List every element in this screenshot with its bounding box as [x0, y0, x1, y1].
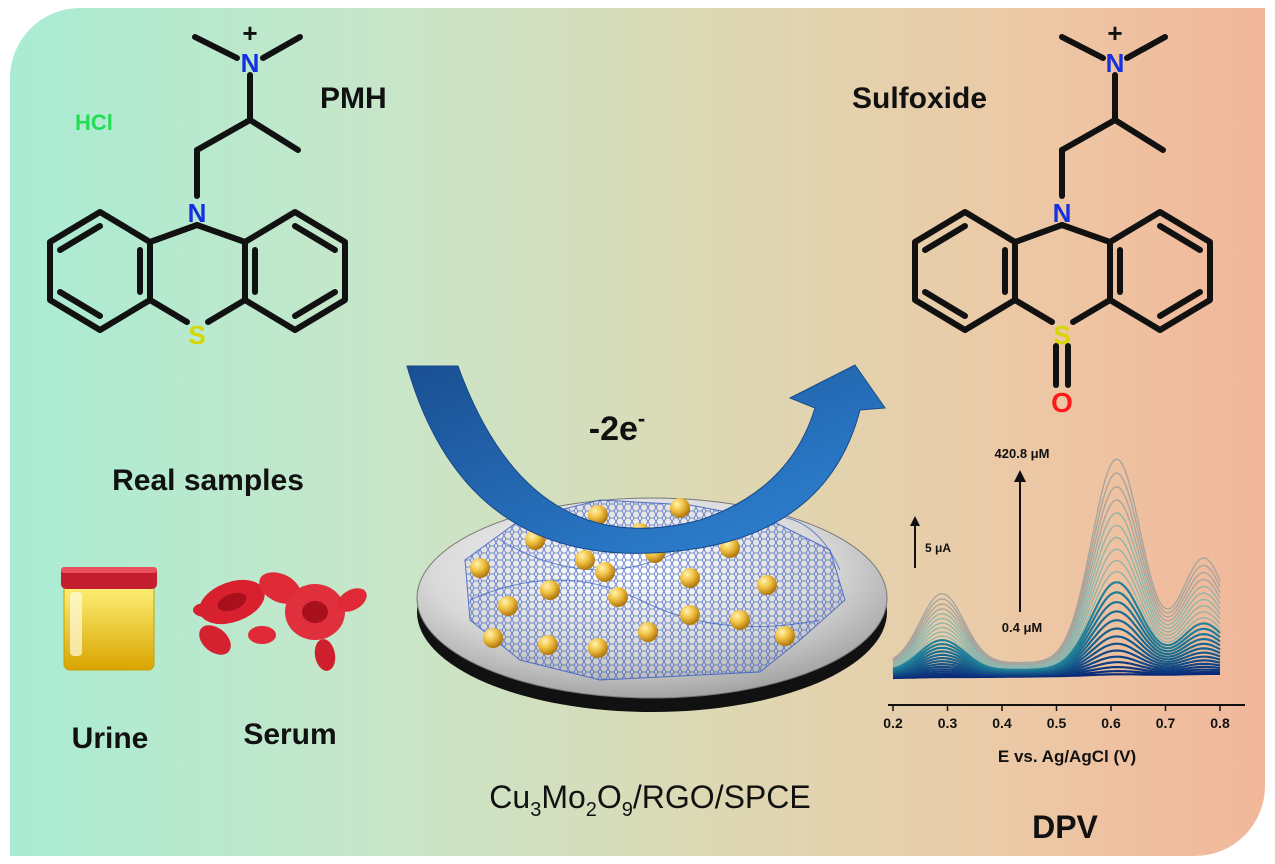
- x-tick-label: 0.2: [883, 715, 903, 731]
- x-tick-label: 0.7: [1156, 715, 1176, 731]
- x-tick-label: 0.4: [992, 715, 1012, 731]
- urine-label: Urine: [72, 722, 149, 755]
- dpv-series-line: [892, 581, 1221, 670]
- dpv-series-line: [892, 472, 1221, 664]
- sulfoxide-ring-n: N: [1053, 198, 1072, 228]
- sulfoxide-amine-n: N: [1106, 48, 1125, 78]
- dpv-caption: DPV: [1032, 809, 1098, 845]
- dpv-curves: [892, 458, 1221, 680]
- pmh-name: PMH: [320, 82, 387, 115]
- dpv-series-line: [892, 524, 1221, 667]
- background-panel: N + N S PMH HCl N + N S O Sulfoxide: [10, 8, 1265, 856]
- pmh-molecule: [47, 34, 348, 333]
- sulfoxide-oxygen: O: [1051, 387, 1073, 418]
- pmh-amine-n: N: [241, 48, 260, 78]
- x-tick-label: 0.3: [938, 715, 958, 731]
- dpv-series-line: [892, 570, 1221, 669]
- sulfoxide-charge: +: [1107, 18, 1122, 48]
- concentration-arrowhead: [1014, 470, 1026, 482]
- electrode-formula: Cu3Mo2O9/RGO/SPCE: [489, 779, 810, 821]
- pmh-charge: +: [242, 18, 257, 48]
- annotation-low: 0.4 μM: [1002, 620, 1042, 635]
- scale-bar-arrowhead: [910, 516, 920, 526]
- hcl-label: HCl: [75, 110, 113, 135]
- scale-label: 5 μA: [925, 541, 951, 555]
- sulfoxide-molecule: [912, 34, 1213, 388]
- annotation-high: 420.8 μM: [995, 446, 1050, 461]
- dpv-series-line: [892, 548, 1221, 668]
- pmh-ring-n: N: [188, 198, 207, 228]
- real-samples-title: Real samples: [112, 464, 304, 497]
- x-axis-label: E vs. Ag/AgCl (V): [998, 747, 1136, 766]
- x-axis-ticks: 0.2 0.3 0.4 0.5 0.6 0.7 0.8: [883, 705, 1230, 731]
- x-tick-label: 0.6: [1101, 715, 1121, 731]
- dpv-series-line: [892, 499, 1221, 666]
- x-tick-label: 0.8: [1210, 715, 1230, 731]
- sulfoxide-sulfur: S: [1053, 320, 1070, 350]
- dpv-series-line: [892, 485, 1221, 665]
- dpv-series-line: [892, 458, 1221, 664]
- electron-transfer-label: -2e-: [589, 406, 645, 448]
- red-blood-cells-icon: [193, 572, 367, 671]
- oxidation-arrow: [406, 364, 886, 554]
- electrode-disk: [416, 497, 888, 712]
- scheme-canvas: N + N S PMH HCl N + N S O Sulfoxide: [47, 18, 1245, 845]
- dpv-series-line: [892, 511, 1221, 666]
- dpv-series-line: [892, 536, 1221, 667]
- urine-cup-icon: [61, 567, 157, 671]
- x-tick-label: 0.5: [1047, 715, 1067, 731]
- dpv-series-line: [892, 559, 1221, 669]
- serum-label: Serum: [243, 718, 336, 751]
- sulfoxide-name: Sulfoxide: [852, 82, 987, 115]
- pmh-sulfur: S: [188, 320, 205, 350]
